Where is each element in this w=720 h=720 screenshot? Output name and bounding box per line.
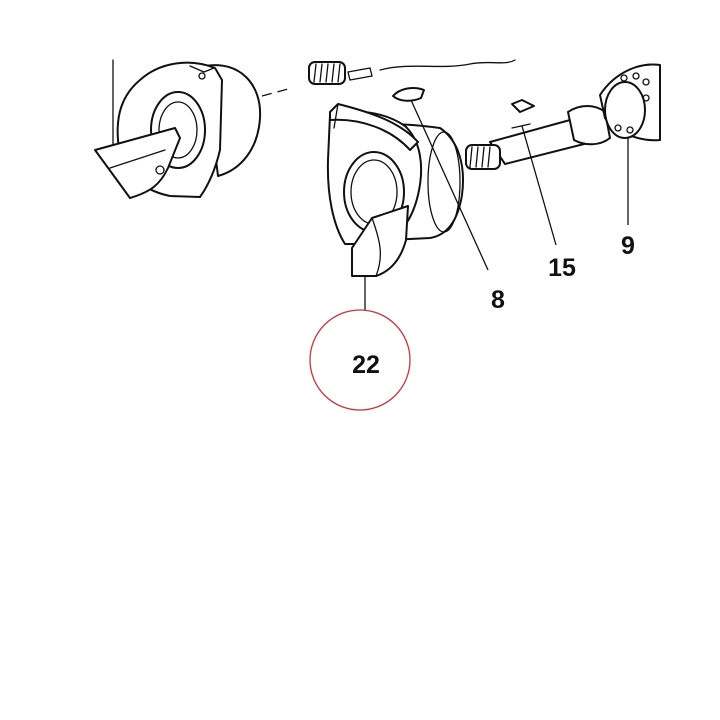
callout-label-15: 15 (548, 254, 576, 282)
highlight-circle (309, 309, 411, 411)
hub-flange-part-9 (599, 63, 661, 225)
key-part-8 (392, 87, 489, 271)
housing-part-22 (326, 103, 464, 310)
callout-label-9: 9 (621, 232, 635, 260)
callout-label-22: 22 (352, 351, 380, 379)
threaded-stud-part (308, 59, 516, 85)
shaft-part-15 (465, 99, 611, 246)
left-housing-part (94, 59, 293, 199)
callout-label-8: 8 (491, 286, 505, 314)
